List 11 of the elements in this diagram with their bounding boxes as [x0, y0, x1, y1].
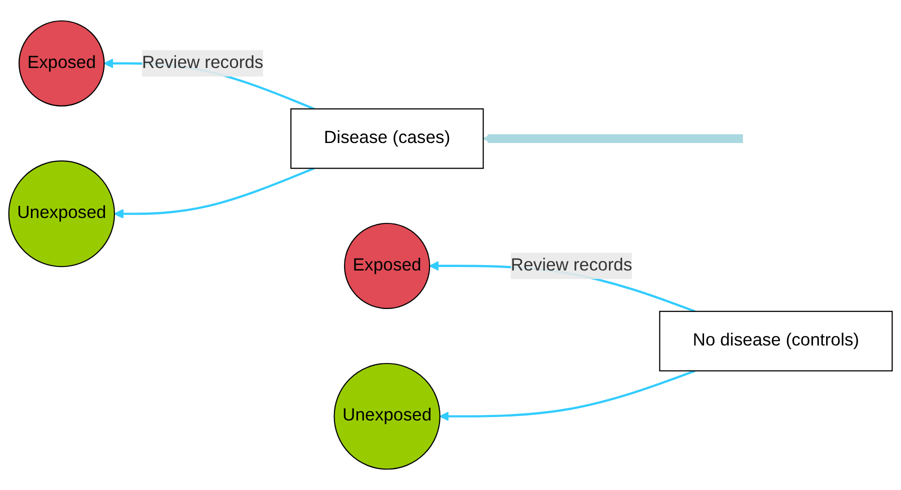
- arrow: [114, 167, 315, 219]
- node-circle: Unexposed: [334, 362, 440, 470]
- node-circle: Unexposed: [8, 160, 115, 268]
- edge-label: Review records: [510, 256, 632, 275]
- node-circle: Exposed: [344, 222, 430, 309]
- arrow: [439, 370, 696, 422]
- edge-label: Review records: [142, 53, 264, 72]
- node-box: No disease (controls): [659, 310, 893, 372]
- node-circle: Exposed: [18, 20, 105, 106]
- arrow: [482, 134, 743, 144]
- node-box: Disease (cases): [290, 108, 484, 169]
